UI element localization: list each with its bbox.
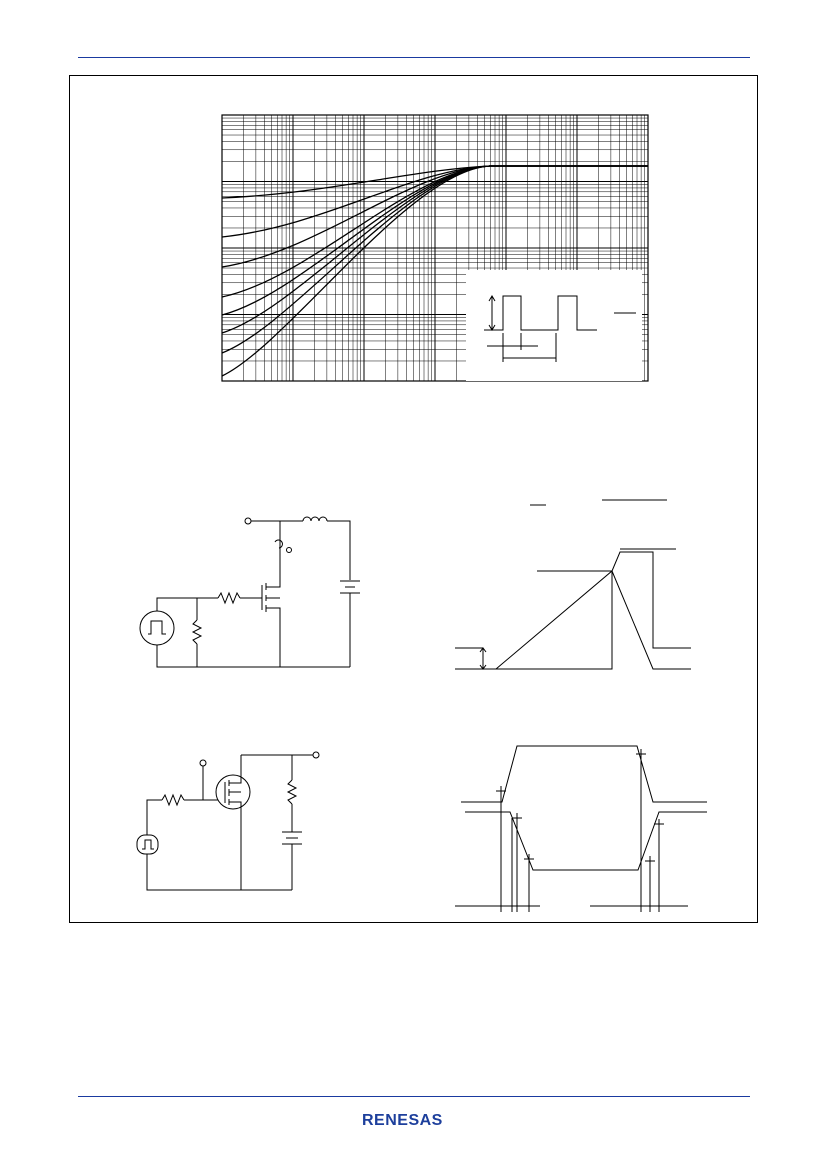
current-probe — [274, 539, 283, 549]
arrow-bottom — [488, 324, 496, 331]
curve-8 — [221, 165, 648, 377]
gate-resistor — [217, 591, 241, 605]
arrow-top — [488, 295, 496, 302]
logo-text: RENESAS — [362, 1112, 443, 1129]
output-pulse — [465, 811, 707, 871]
inset-box — [466, 270, 642, 381]
inductor — [302, 516, 328, 522]
shunt-resistor — [191, 619, 203, 645]
header-rule — [78, 57, 750, 58]
inset-pulse-waveform — [484, 295, 636, 362]
pulse-symbol — [148, 620, 166, 635]
load-resistor — [286, 779, 298, 805]
mosfet-circle — [215, 774, 251, 810]
pulse-train — [484, 295, 597, 331]
input-resistor — [161, 793, 185, 807]
renesas-logo: RENESAS — [362, 1112, 466, 1136]
voltage-peak — [455, 551, 691, 670]
current-ramp — [495, 570, 691, 670]
chart-grid — [221, 115, 648, 382]
vout-terminal — [312, 751, 320, 759]
input-pulse — [461, 745, 707, 803]
chart-curves — [221, 165, 648, 377]
chart-border — [221, 114, 649, 382]
footer-rule — [78, 1096, 750, 1097]
figure-frame — [69, 75, 758, 923]
